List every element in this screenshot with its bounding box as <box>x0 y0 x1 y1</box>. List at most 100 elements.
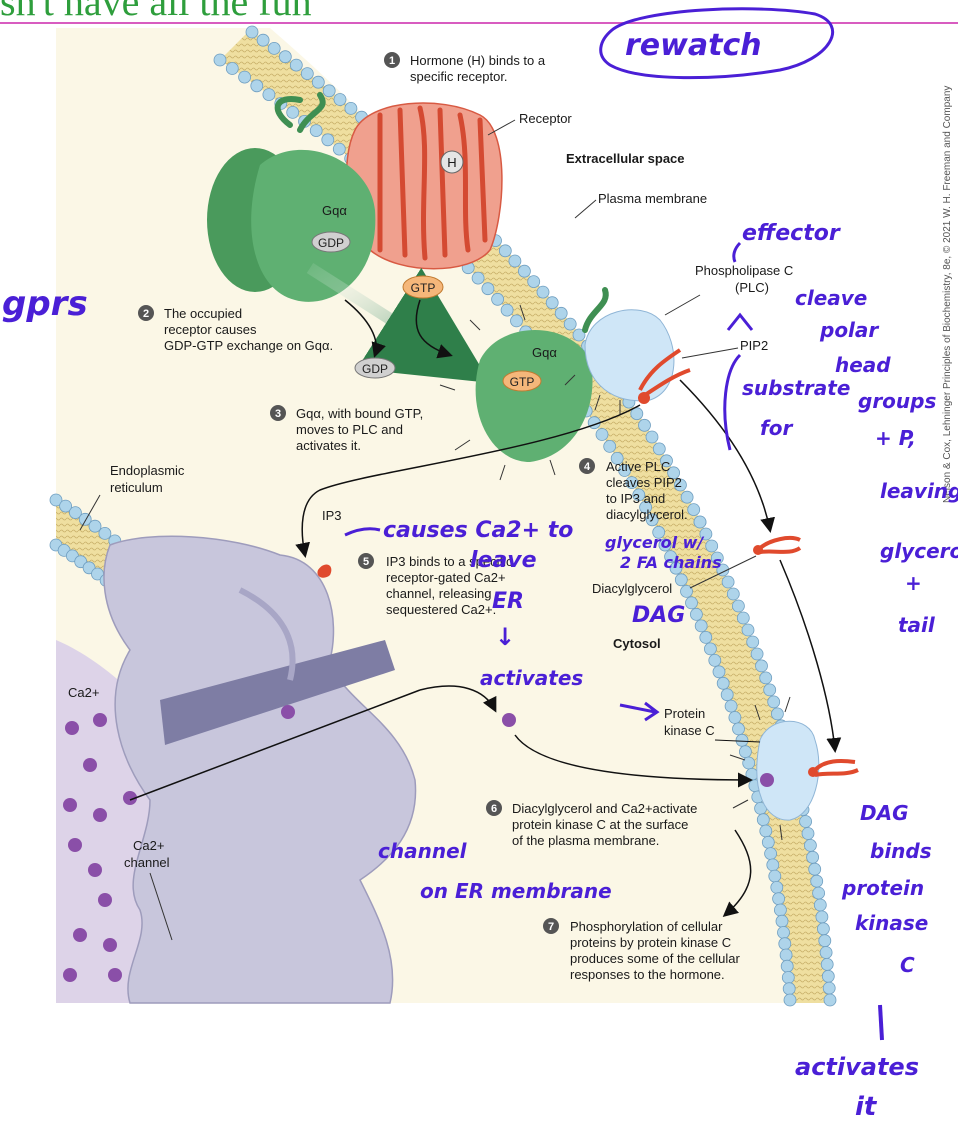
svg-text:groups: groups <box>858 389 936 413</box>
phosphorylation-arrow <box>722 829 752 917</box>
pkc-label-line1: Protein <box>664 706 705 721</box>
lipid-head <box>289 58 303 72</box>
lipid-head <box>693 515 707 529</box>
lipid-head <box>804 839 817 852</box>
lipid-head <box>767 695 781 709</box>
ca-ion <box>123 791 137 805</box>
ca-ion <box>103 938 117 952</box>
g-protein-resting: Gqα GDP <box>207 92 376 302</box>
ca-ion <box>93 808 107 822</box>
note-er: ER <box>492 589 524 614</box>
ip3-molecule <box>317 564 332 578</box>
lipid-head <box>49 493 63 507</box>
title-underline <box>0 22 958 24</box>
ca-to-pkc-arrow <box>514 734 753 788</box>
lipid-head <box>300 67 314 80</box>
lipid-head <box>761 835 775 849</box>
svg-text:substrate: substrate <box>742 376 850 400</box>
step-3: 3 Gqα, with bound GTP, moves to PLC and … <box>270 405 423 453</box>
lipid-head <box>500 303 514 317</box>
lipid-head <box>674 478 687 492</box>
ca-ion <box>108 968 122 982</box>
ip3-label: IP3 <box>322 508 342 523</box>
lipid-head <box>813 898 827 912</box>
svg-text:cleaves PIP2: cleaves PIP2 <box>606 475 682 490</box>
svg-text:receptor causes: receptor causes <box>164 322 257 337</box>
lipid-head <box>699 527 713 541</box>
lipid-head <box>823 993 837 1007</box>
svg-text:head: head <box>835 353 891 377</box>
step-5: 5 IP3 binds to a specific receptor-gated… <box>358 553 513 617</box>
svg-text:produces some of the cellular: produces some of the cellular <box>570 951 740 966</box>
step-1: 1 Hormone (H) binds to a specific recept… <box>384 52 546 84</box>
lipid-head <box>286 106 300 119</box>
ca-ion-label: Ca2+ <box>68 685 99 700</box>
lipid-head <box>712 665 726 679</box>
lipid-head <box>745 768 759 781</box>
note-activates: activates <box>480 666 583 690</box>
svg-text:2 FA chains: 2 FA chains <box>620 553 722 572</box>
lipid-head <box>687 503 701 517</box>
svg-text:1: 1 <box>389 55 395 67</box>
svg-text:channel, releasing: channel, releasing <box>386 586 492 601</box>
lipid-head <box>333 93 347 106</box>
lipid-head <box>652 525 666 539</box>
lipid-head <box>69 506 82 519</box>
lipid-head <box>817 922 830 936</box>
step-4: 4 Active PLC cleaves PIP2 to IP3 and dia… <box>579 458 688 522</box>
lipid-head <box>256 33 270 47</box>
lipid-head <box>245 25 259 39</box>
lipid-head <box>645 513 659 527</box>
svg-text:binds: binds <box>870 839 932 863</box>
lipid-head <box>782 982 796 996</box>
svg-text:5: 5 <box>363 556 369 568</box>
gtp-free <box>402 275 444 299</box>
note-effector: effector <box>742 221 841 246</box>
lipid-head <box>262 88 276 101</box>
svg-text:Phosphorylation of cellular: Phosphorylation of cellular <box>570 919 723 934</box>
svg-text:+ P,: + P, <box>875 426 916 450</box>
lipid-head <box>742 756 756 770</box>
svg-text:cleave: cleave <box>795 286 867 310</box>
svg-text:on ER membrane: on ER membrane <box>420 879 612 903</box>
gdp-released <box>354 357 396 379</box>
svg-text:sequestered Ca2+.: sequestered Ca2+. <box>386 602 496 617</box>
lipid-head <box>716 676 730 690</box>
ca-ion <box>63 968 77 982</box>
lipid-head <box>238 70 252 84</box>
lipid-head <box>618 464 631 477</box>
ca-ion-in-channel <box>281 705 295 719</box>
ca-ion <box>88 863 102 877</box>
lipid-head <box>267 42 281 55</box>
plc-label: Phospholipase C <box>695 263 793 278</box>
lipid-head <box>801 827 815 840</box>
svg-text:of the plasma membrane.: of the plasma membrane. <box>512 833 659 848</box>
lipid-head <box>322 84 336 98</box>
lipid-head <box>720 688 734 702</box>
svg-text:channel: channel <box>378 839 468 863</box>
gdp-bound-label: GDP <box>318 236 344 250</box>
svg-text:polar: polar <box>819 318 879 342</box>
svg-text:C: C <box>900 953 915 977</box>
lipid-head <box>705 539 719 553</box>
lipid-head <box>527 275 541 289</box>
lipid-head <box>806 850 819 864</box>
gtp-bound-label: GTP <box>510 375 535 389</box>
hormone-h-label: H <box>447 155 456 170</box>
lipid-head <box>783 993 797 1007</box>
slide-title-banner: sn't have all the fun <box>0 0 958 24</box>
lipid-head <box>332 142 346 156</box>
lipid-head <box>625 476 639 490</box>
ca-channel-label-line1: Ca2+ <box>133 838 164 853</box>
slide-title-text: sn't have all the fun <box>0 0 312 24</box>
svg-text:to IP3 and: to IP3 and <box>606 491 665 506</box>
gdp-released-label: GDP <box>362 362 388 376</box>
ca-ion <box>93 713 107 727</box>
lipid-head <box>708 654 722 667</box>
lipid-head <box>508 254 522 268</box>
lipid-head <box>563 317 577 331</box>
note-dag: DAG <box>632 603 685 628</box>
lipid-head <box>766 858 780 872</box>
lipid-head <box>726 587 740 601</box>
cytosol-label: Cytosol <box>613 636 661 651</box>
